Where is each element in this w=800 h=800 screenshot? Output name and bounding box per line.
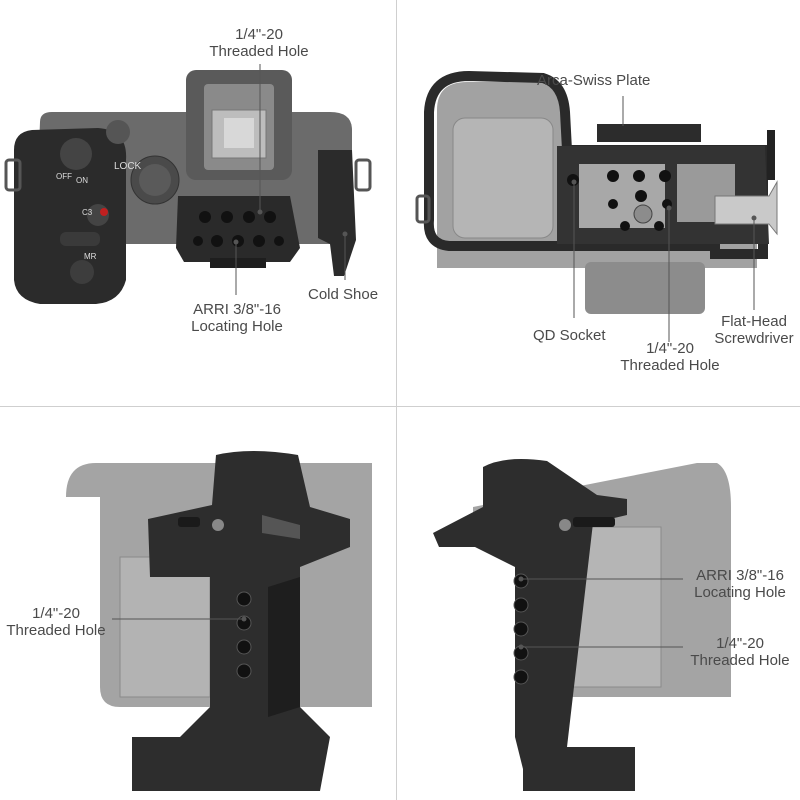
panel-bottom-view: Arca-Swiss Plate QD Socket 1/4"-20 Threa… [397,0,800,406]
marking-c3: C3 [82,208,93,217]
vertical-divider [396,0,397,800]
panel-top-view: 1/4"-20 Threaded Hole ARRI 3/8"-16 Locat… [0,0,396,406]
camera-grip-illustration [66,451,372,791]
label-flat-head-screwdriver: Flat-Head Screwdriver [714,313,794,347]
horizontal-divider [0,406,800,407]
camera-bottom-illustration [415,70,778,342]
marking-on: ON [76,176,88,185]
label-threaded-hole-back: 1/4"-20 Threaded Hole [690,635,790,669]
marking-lock: LOCK [114,161,142,172]
panel-back-side-view: ARRI 3/8"-16 Locating Hole 1/4"-20 Threa… [397,407,800,800]
label-threaded-hole-grip: 1/4"-20 Threaded Hole [6,605,106,639]
camera-back-illustration [433,459,731,791]
marking-mr: MR [84,252,97,261]
marking-off: OFF [56,172,72,181]
label-threaded-hole-top: 1/4"-20 Threaded Hole [209,26,309,60]
camera-top-illustration [4,64,372,304]
label-arca-swiss-plate: Arca-Swiss Plate [537,72,651,89]
label-arri-hole-top: ARRI 3/8"-16 Locating Hole [191,301,283,335]
panel-grip-side-view: 1/4"-20 Threaded Hole [0,407,396,800]
label-qd-socket: QD Socket [533,327,606,344]
label-threaded-hole-bottom: 1/4"-20 Threaded Hole [620,340,720,374]
label-arri-hole-back: ARRI 3/8"-16 Locating Hole [694,567,786,601]
label-cold-shoe: Cold Shoe [308,286,379,303]
